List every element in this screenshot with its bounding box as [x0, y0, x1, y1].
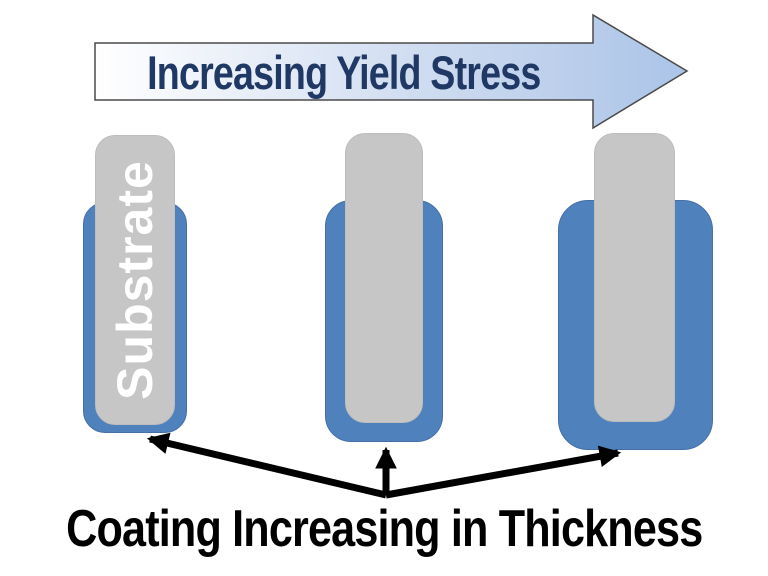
banner-title-text: Increasing Yield Stress [147, 45, 541, 99]
substrate-1 [95, 135, 175, 425]
substrate-label-box: Substrate [95, 135, 175, 425]
substrate-2 [345, 133, 423, 423]
pointer-arrow-right-icon [385, 445, 622, 499]
substrate-3 [594, 133, 675, 422]
caption-text: Coating Increasing in Thickness [65, 500, 703, 558]
banner-title: Increasing Yield Stress [95, 43, 593, 101]
pointer-arrow-left-icon [146, 432, 387, 499]
substrate-label-text: Substrate [107, 160, 163, 400]
caption: Coating Increasing in Thickness [0, 494, 768, 564]
